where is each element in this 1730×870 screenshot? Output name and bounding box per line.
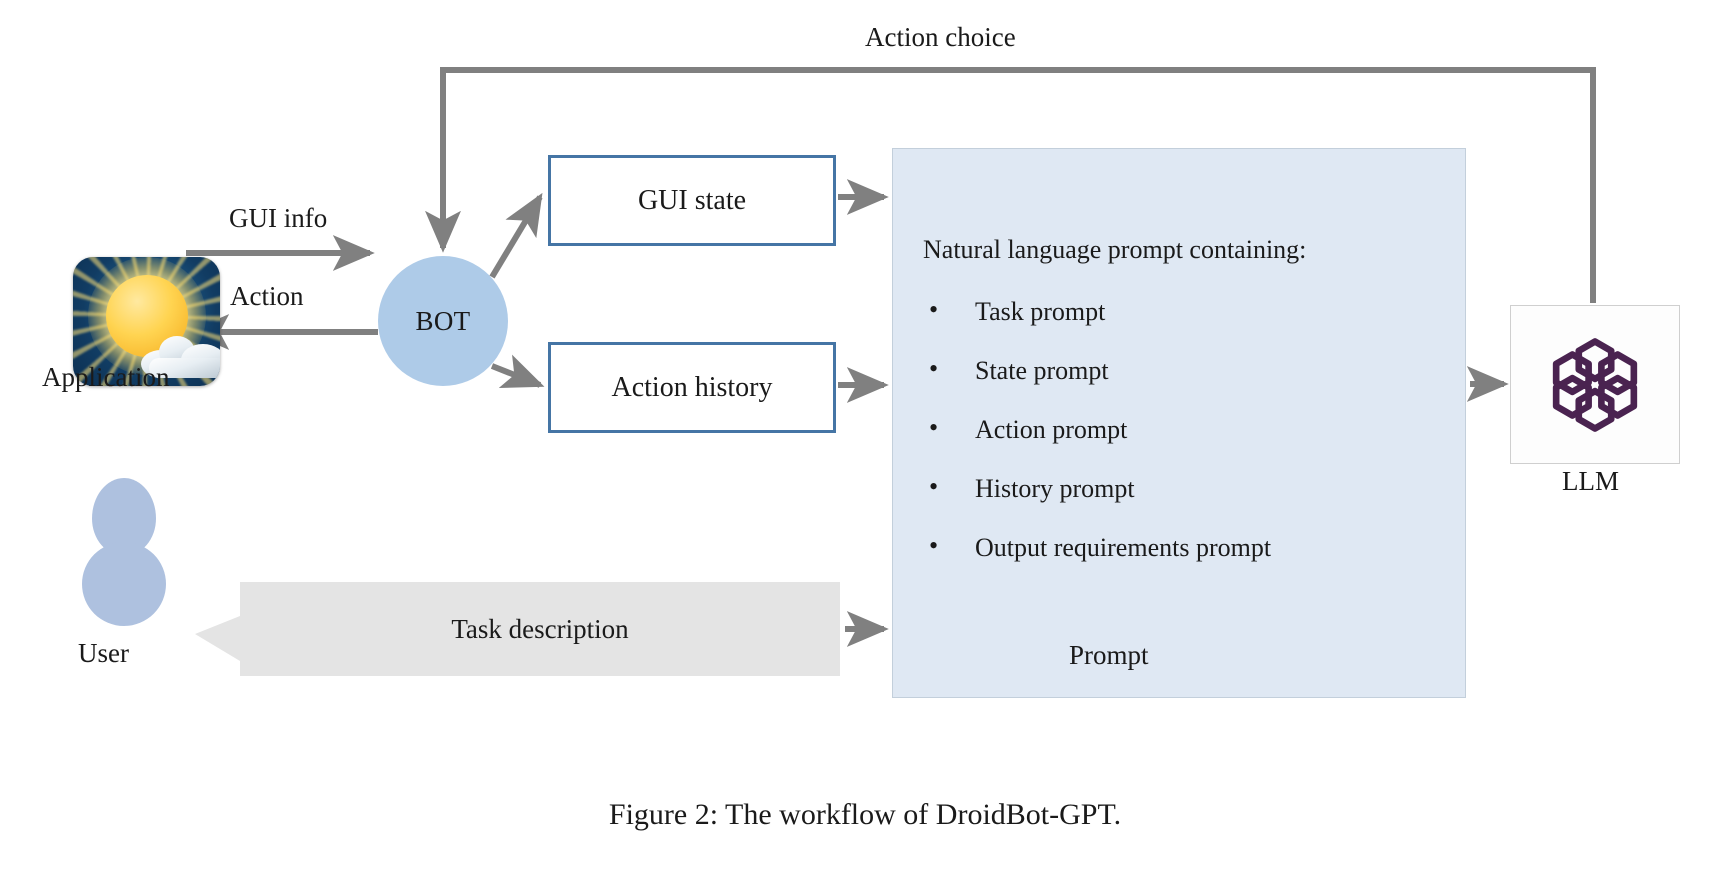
- gui-state-box: GUI state: [548, 155, 836, 246]
- action-edge-label: Action: [230, 281, 304, 311]
- llm-box: [1510, 305, 1680, 464]
- cloud-icon: [140, 334, 220, 379]
- prompt-item: State prompt: [923, 352, 1453, 413]
- prompt-heading: Natural language prompt containing:: [923, 235, 1307, 264]
- prompt-item-list: Task prompt State prompt Action prompt H…: [923, 293, 1453, 590]
- prompt-item: Output requirements prompt: [923, 529, 1453, 590]
- prompt-label: Prompt: [1069, 640, 1149, 670]
- prompt-item: History prompt: [923, 470, 1453, 531]
- bot-node: BOT: [378, 256, 508, 386]
- edge-bot-to-gui-state: [489, 192, 543, 279]
- figure-caption: Figure 2: The workflow of DroidBot-GPT.: [608, 798, 1122, 831]
- openai-logo-icon: [1552, 337, 1638, 432]
- weather-app-icon: [73, 257, 220, 386]
- prompt-panel: Natural language prompt containing: Task…: [892, 148, 1466, 698]
- prompt-item: Task prompt: [923, 293, 1453, 354]
- user-label: User: [78, 638, 129, 668]
- edge-bot-to-action-history: [490, 354, 545, 389]
- gui-info-edge-label: GUI info: [229, 203, 328, 233]
- user-avatar-icon: [78, 478, 170, 626]
- action-history-label: Action history: [611, 371, 773, 403]
- action-choice-edge-label: Action choice: [865, 22, 1016, 52]
- gui-state-label: GUI state: [637, 184, 747, 216]
- task-description-label: Task description: [451, 613, 629, 644]
- action-history-box: Action history: [548, 342, 836, 433]
- prompt-item: Action prompt: [923, 411, 1453, 472]
- application-label: Application: [42, 362, 170, 392]
- llm-label: LLM: [1562, 466, 1619, 496]
- callout-tail: [195, 614, 245, 664]
- bot-label: BOT: [415, 305, 471, 336]
- task-description-callout: Task description: [195, 582, 840, 676]
